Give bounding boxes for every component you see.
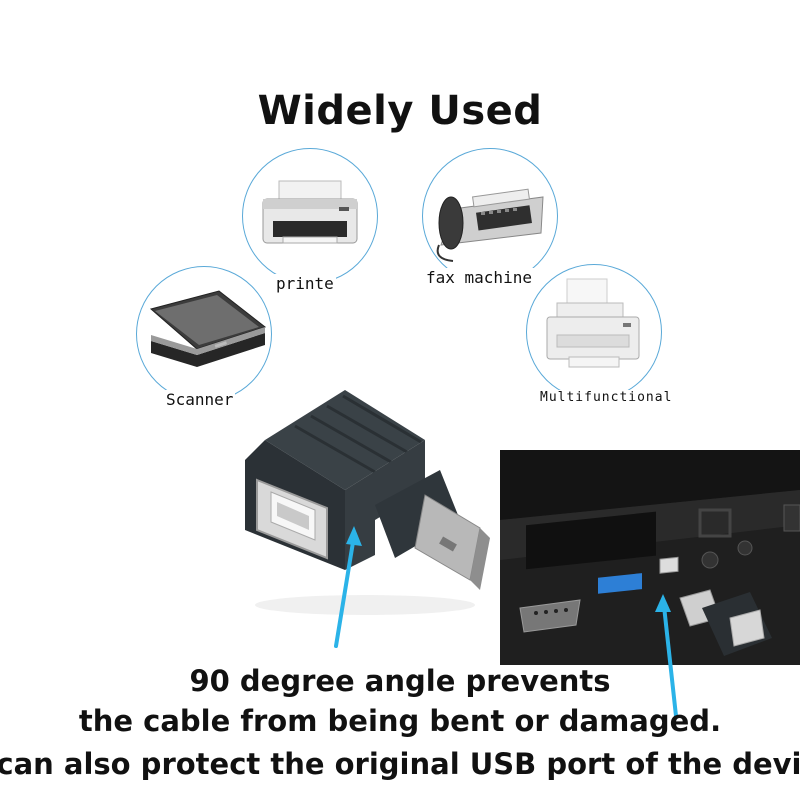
multifunctional-circle — [526, 264, 662, 400]
caption-line-1: 90 degree angle prevents — [189, 664, 611, 698]
caption-line-3: It can also protect the original USB por… — [0, 747, 800, 781]
printer-circle — [242, 148, 378, 284]
multifunction-printer-icon — [546, 278, 640, 368]
fax-machine-circle — [422, 148, 558, 284]
printer-icon — [262, 180, 358, 244]
multifunctional-label: Multifunctional — [538, 390, 675, 405]
scanner-label: Scanner — [164, 390, 236, 409]
device-usb-port-image — [500, 450, 800, 665]
printer-label: printe — [274, 274, 336, 293]
usb-adapter-image — [245, 390, 490, 615]
scanner-icon — [149, 290, 267, 367]
fax-machine-label: fax machine — [424, 268, 534, 287]
fax-machine-icon — [436, 188, 544, 262]
caption-line-2: the cable from being bent or damaged. — [78, 704, 722, 738]
page-title: Widely Used — [257, 88, 543, 134]
